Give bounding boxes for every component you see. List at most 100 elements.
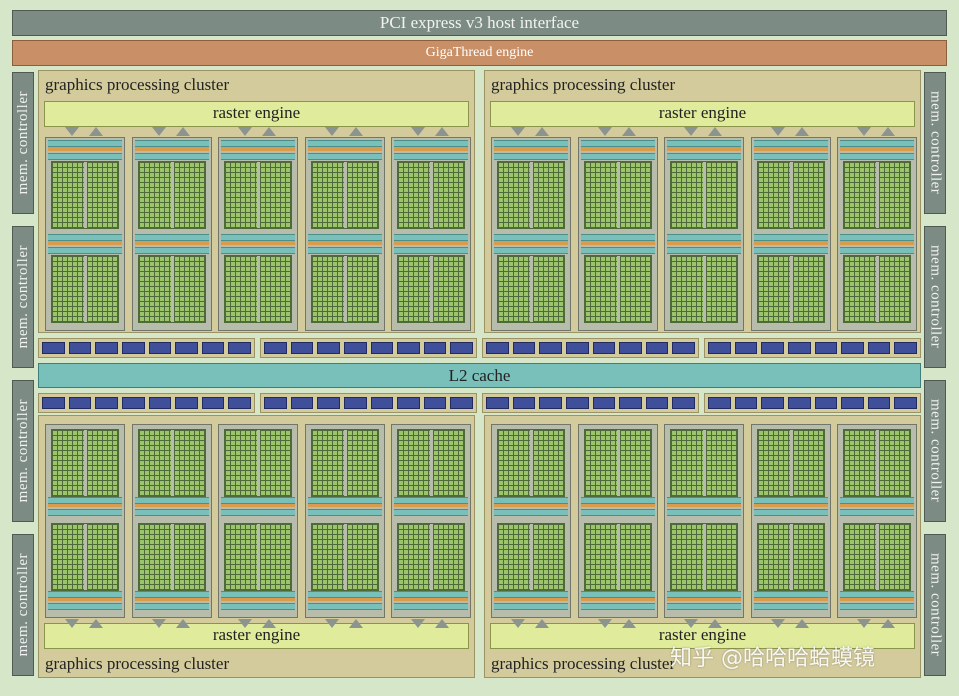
l2-slice bbox=[175, 397, 198, 409]
sm-partition bbox=[840, 140, 914, 230]
dispatch-strip bbox=[134, 241, 209, 245]
arrow-up-icon bbox=[535, 127, 549, 136]
sm-partition bbox=[753, 140, 828, 230]
cuda-core-grid bbox=[310, 429, 379, 497]
grid-divider bbox=[789, 430, 793, 496]
register-strip bbox=[394, 140, 468, 147]
cuda-core-grid bbox=[397, 255, 465, 323]
arrow-down-icon bbox=[151, 127, 166, 136]
sm-partition bbox=[134, 427, 209, 517]
register-strip bbox=[394, 603, 468, 610]
mem-controller-right-2: mem. controller bbox=[924, 226, 946, 368]
l2-slice bbox=[486, 397, 509, 409]
grid-divider bbox=[703, 162, 706, 228]
arrow-up-icon bbox=[435, 619, 449, 628]
mem-controller-right-3: mem. controller bbox=[924, 380, 946, 522]
grid-divider bbox=[616, 524, 620, 590]
register-strip bbox=[221, 140, 295, 147]
grid-divider bbox=[257, 524, 260, 590]
sm-partition bbox=[134, 140, 209, 230]
cuda-core-grid bbox=[224, 255, 292, 323]
streaming-multiprocessor bbox=[750, 137, 831, 331]
register-strip bbox=[580, 153, 655, 160]
register-strip bbox=[48, 234, 122, 241]
l2-slice bbox=[175, 342, 198, 354]
streaming-multiprocessor bbox=[664, 424, 744, 618]
watermark-text: 知乎 @哈哈哈蛤蟆镜 bbox=[670, 646, 875, 671]
dispatch-strip bbox=[307, 241, 382, 245]
arrow-up-icon bbox=[535, 619, 549, 628]
grid-divider bbox=[257, 256, 260, 322]
streaming-multiprocessor bbox=[750, 424, 831, 618]
register-strip bbox=[48, 591, 122, 598]
sm-partition bbox=[840, 427, 914, 517]
l2-slice bbox=[867, 397, 891, 409]
register-strip bbox=[134, 247, 209, 254]
register-strip bbox=[580, 591, 655, 598]
sm-partition bbox=[394, 521, 468, 611]
grid-divider bbox=[430, 162, 433, 228]
data-flow-arrows bbox=[511, 126, 561, 138]
register-strip bbox=[580, 509, 655, 516]
sm-partition bbox=[494, 521, 568, 611]
register-strip bbox=[753, 247, 828, 254]
arrow-up-icon bbox=[348, 619, 363, 628]
grid-divider bbox=[530, 524, 533, 590]
register-strip bbox=[394, 591, 468, 598]
arrow-up-icon bbox=[881, 127, 895, 136]
grid-divider bbox=[530, 162, 533, 228]
grid-divider bbox=[257, 430, 260, 496]
dispatch-strip bbox=[580, 503, 655, 507]
register-strip bbox=[394, 153, 468, 160]
streaming-multiprocessor bbox=[131, 137, 212, 331]
l2-slice bbox=[619, 397, 642, 409]
arrow-up-icon bbox=[794, 619, 809, 628]
grid-divider bbox=[530, 430, 533, 496]
dispatch-strip bbox=[134, 503, 209, 507]
mem-controller-left-3: mem. controller bbox=[12, 380, 34, 522]
arrow-up-icon bbox=[794, 127, 809, 136]
register-strip bbox=[753, 509, 828, 516]
register-strip bbox=[394, 234, 468, 241]
cuda-core-grid bbox=[397, 161, 465, 229]
l2-slice bbox=[734, 397, 758, 409]
register-strip bbox=[134, 140, 209, 147]
dispatch-strip bbox=[494, 597, 568, 601]
register-strip bbox=[753, 603, 828, 610]
register-strip bbox=[580, 497, 655, 504]
l2-slice-group bbox=[482, 393, 699, 413]
dispatch-strip bbox=[394, 597, 468, 601]
arrow-up-icon bbox=[262, 619, 276, 628]
register-strip bbox=[494, 140, 568, 147]
sm-partition bbox=[667, 521, 741, 611]
dispatch-strip bbox=[494, 503, 568, 507]
grid-divider bbox=[703, 524, 706, 590]
l2-slice bbox=[814, 342, 838, 354]
dispatch-strip bbox=[753, 241, 828, 245]
data-flow-arrows bbox=[770, 126, 821, 138]
sm-partition bbox=[580, 427, 655, 517]
streaming-multiprocessor bbox=[837, 137, 917, 331]
register-strip bbox=[580, 234, 655, 241]
sm-partition bbox=[221, 427, 295, 517]
dispatch-strip bbox=[580, 147, 655, 151]
grid-divider bbox=[343, 256, 347, 322]
streaming-multiprocessor bbox=[218, 424, 298, 618]
register-strip bbox=[221, 153, 295, 160]
arrow-down-icon bbox=[684, 127, 698, 136]
cuda-core-grid bbox=[310, 255, 379, 323]
arrow-down-icon bbox=[597, 127, 612, 136]
register-strip bbox=[494, 497, 568, 504]
cuda-core-grid bbox=[756, 161, 825, 229]
register-strip bbox=[667, 509, 741, 516]
grid-divider bbox=[430, 256, 433, 322]
dispatch-strip bbox=[394, 147, 468, 151]
l2-slice bbox=[228, 342, 251, 354]
dispatch-strip bbox=[221, 241, 295, 245]
register-strip bbox=[840, 140, 914, 147]
raster-engine: raster engine bbox=[44, 101, 469, 127]
l2-slice-group bbox=[704, 338, 921, 358]
data-flow-arrows bbox=[684, 618, 734, 630]
register-strip bbox=[134, 234, 209, 241]
